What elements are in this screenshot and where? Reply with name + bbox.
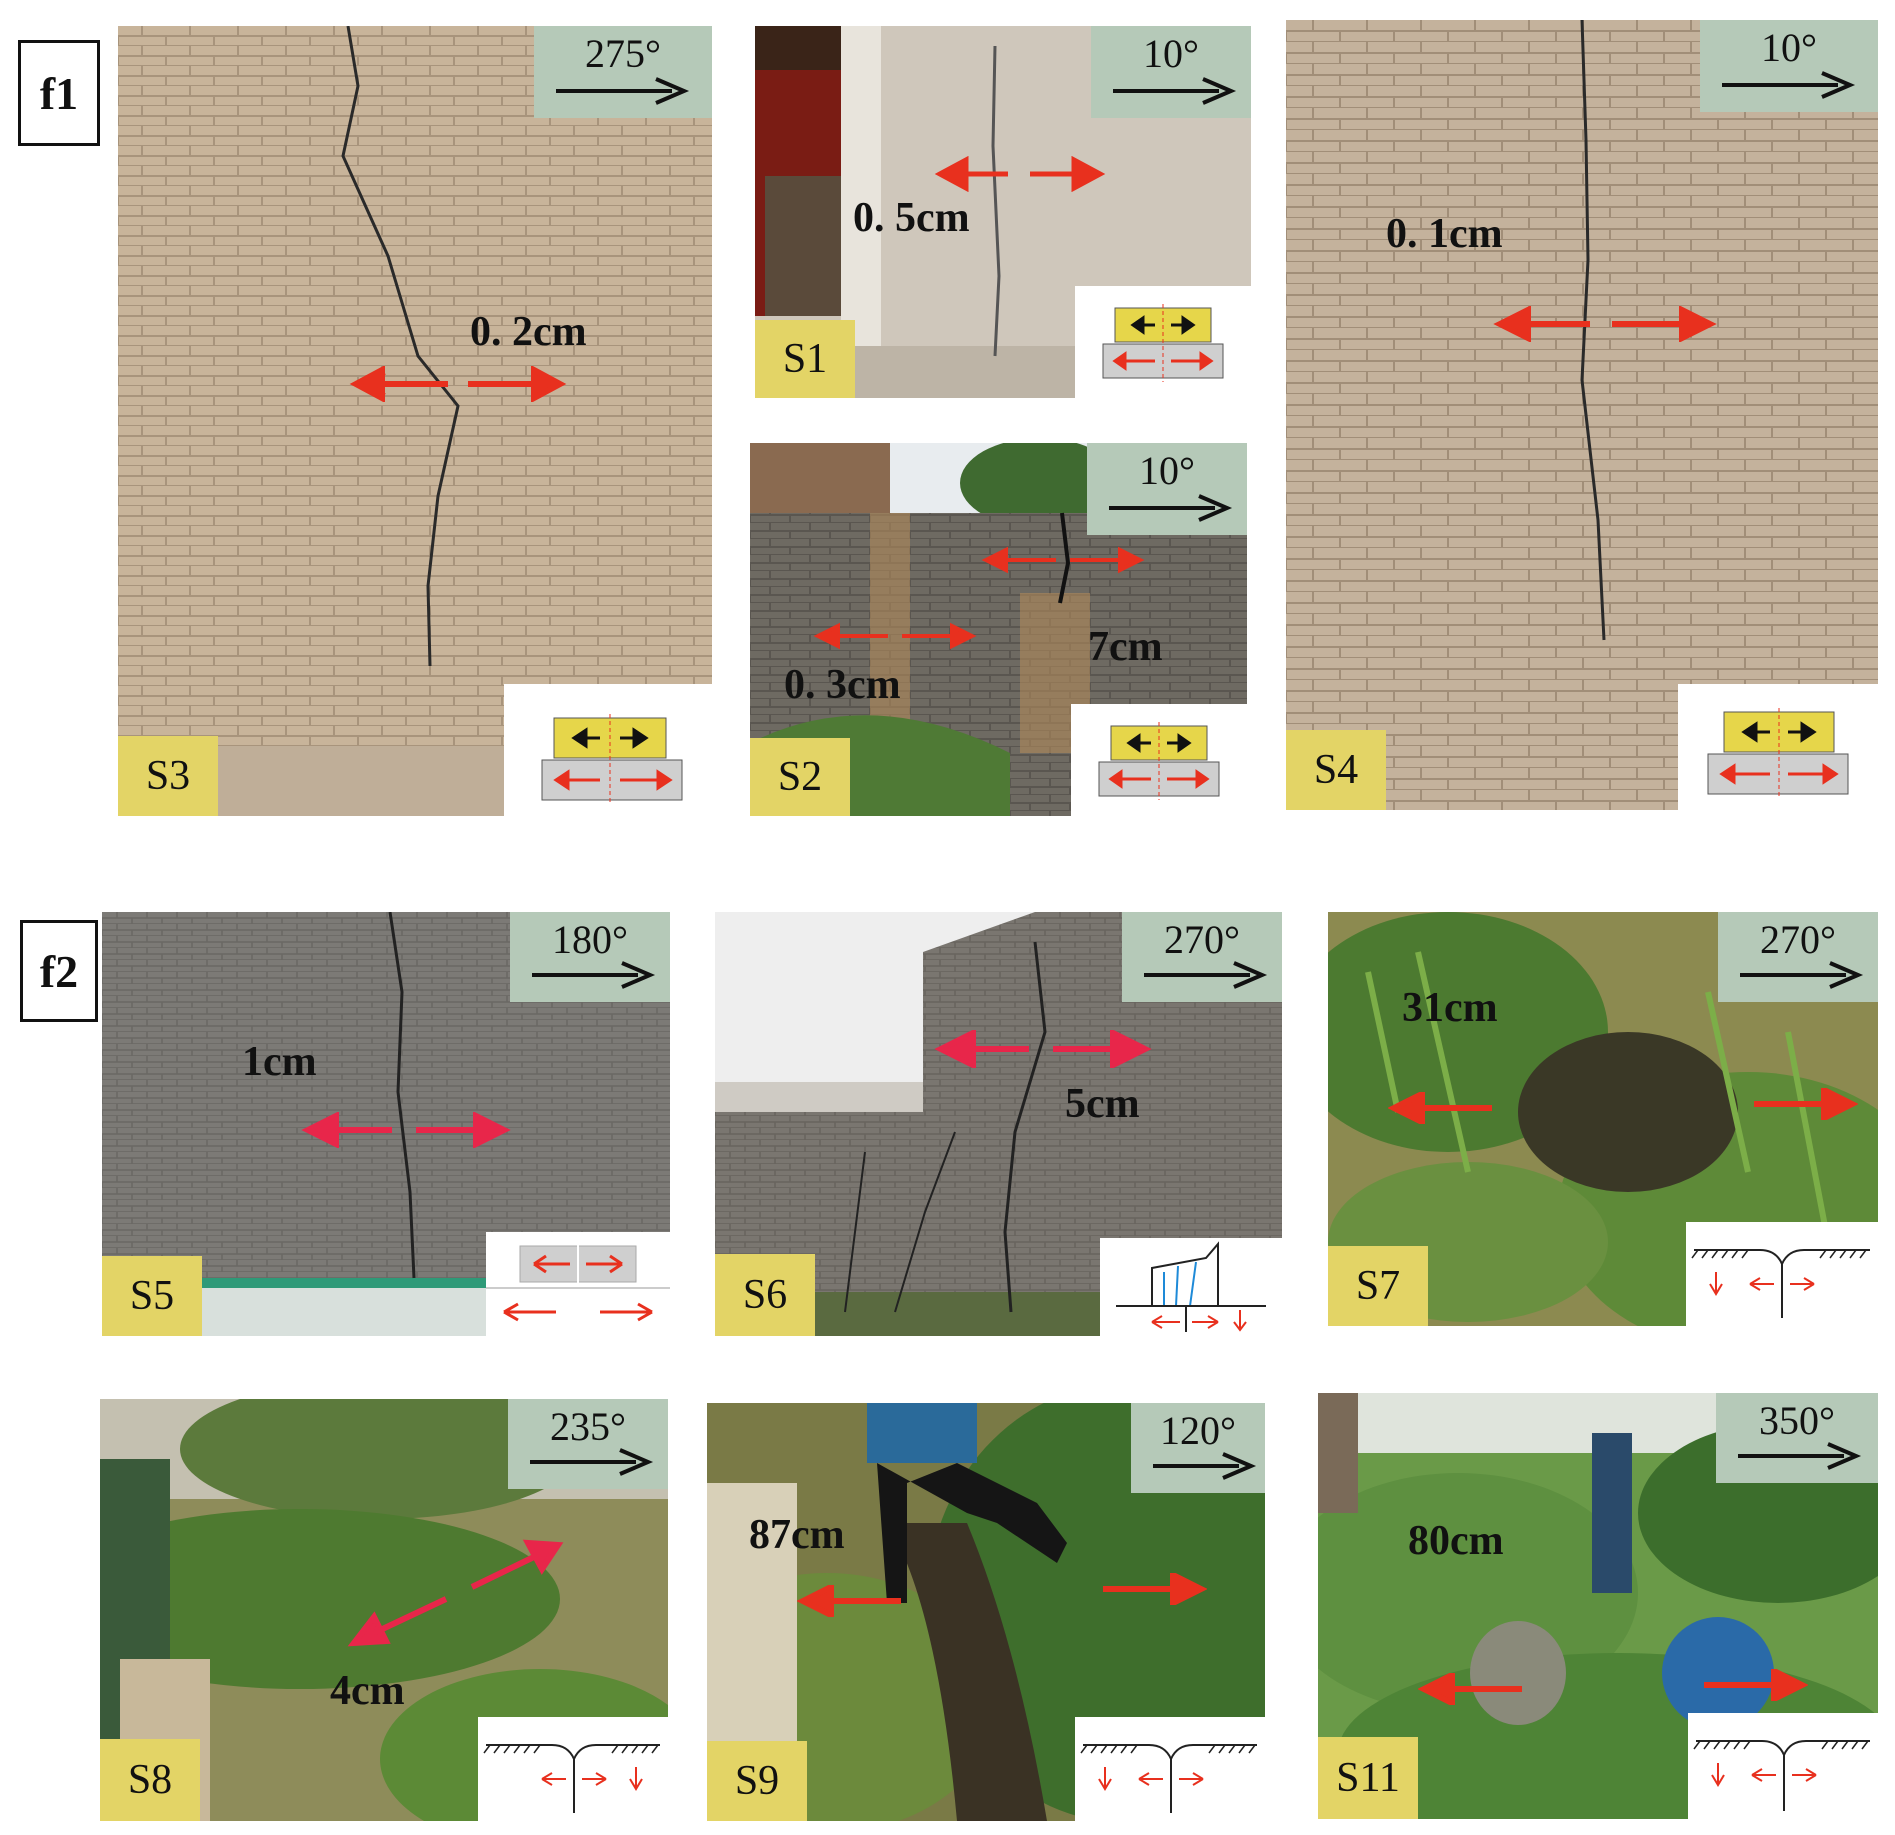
direction-degrees: 10° — [1143, 31, 1199, 76]
extension-arrow-icon — [934, 1030, 1152, 1068]
extension-arrow-icon — [301, 1112, 511, 1148]
extension-arrow-icon — [813, 622, 977, 650]
direction-box: 120° — [1131, 1403, 1265, 1493]
mechanism-legend — [478, 1717, 668, 1821]
photo-panel-s7: 270° 31cm S7 — [1328, 912, 1878, 1326]
crack-width-label-2: 7cm — [1088, 624, 1163, 670]
direction-box: 235° — [508, 1399, 668, 1489]
crack-width-label: 4cm — [330, 1668, 405, 1714]
site-label: S11 — [1318, 1737, 1418, 1819]
crack-width-label: 0. 1cm — [1386, 211, 1503, 257]
photo-panel-s9: 120° 87cm S9 — [707, 1403, 1265, 1821]
direction-degrees: 10° — [1139, 448, 1195, 493]
group-label-f2: f2 — [20, 920, 98, 1022]
mechanism-legend — [1071, 704, 1247, 816]
photo-panel-s4: 10° 0. 1cm S4 — [1286, 20, 1878, 810]
site-label: S5 — [102, 1256, 202, 1336]
mechanism-legend — [486, 1232, 670, 1336]
photo-panel-s2: 10° 0. 3cm 7cm S2 — [750, 443, 1247, 816]
crack-width-label: 87cm — [749, 1512, 845, 1558]
site-label: S7 — [1328, 1246, 1428, 1326]
crack-width-label: 0. 3cm — [784, 662, 901, 708]
extension-arrow-icon — [349, 366, 567, 402]
direction-arrow-icon — [532, 961, 656, 989]
extension-arrow-icon — [934, 156, 1106, 192]
direction-box: 180° — [510, 912, 670, 1002]
mechanism-legend — [1075, 1717, 1265, 1821]
direction-degrees: 350° — [1759, 1398, 1835, 1443]
direction-box: 10° — [1700, 20, 1878, 112]
extension-arrow-icon — [1493, 306, 1717, 342]
extension-arrow-icon — [981, 546, 1145, 574]
crack-width-label: 0. 5cm — [853, 195, 970, 241]
extension-arrow-icon-right — [1704, 1669, 1808, 1701]
direction-degrees: 235° — [550, 1404, 626, 1449]
extension-arrow-icon-left — [1418, 1673, 1522, 1705]
extension-arrow-icon — [347, 1539, 564, 1647]
direction-arrow-icon — [1740, 961, 1864, 989]
direction-box: 275° — [534, 26, 712, 118]
extension-arrow-icon-left — [797, 1585, 901, 1617]
direction-box: 10° — [1091, 26, 1251, 118]
crack-width-label: 0. 2cm — [470, 309, 587, 355]
direction-arrow-icon — [530, 1448, 654, 1476]
crack-width-label: 5cm — [1065, 1081, 1140, 1127]
direction-box: 10° — [1087, 443, 1247, 535]
direction-arrow-icon — [1722, 71, 1856, 99]
site-label: S3 — [118, 736, 218, 816]
photo-panel-s5: 180° 1cm S5 — [102, 912, 670, 1336]
direction-degrees: 120° — [1160, 1408, 1236, 1453]
photo-panel-s1: 10° 0. 5cm S1 — [755, 26, 1251, 398]
mechanism-legend — [1686, 1222, 1878, 1326]
direction-arrow-icon — [1144, 961, 1268, 989]
direction-arrow-icon — [556, 77, 690, 105]
extension-arrow-icon-right — [1103, 1573, 1207, 1605]
crack-width-label: 80cm — [1408, 1518, 1504, 1564]
site-label: S4 — [1286, 730, 1386, 810]
direction-box: 270° — [1718, 912, 1878, 1002]
group-label-f1: f1 — [18, 40, 100, 146]
direction-degrees: 10° — [1761, 25, 1817, 70]
extension-arrow-icon-left — [1388, 1092, 1492, 1124]
mechanism-legend — [1100, 1238, 1282, 1336]
direction-degrees: 270° — [1760, 917, 1836, 962]
site-label: S2 — [750, 738, 850, 816]
direction-box: 270° — [1122, 912, 1282, 1002]
photo-panel-s6: 270° 5cm S6 — [715, 912, 1282, 1336]
photo-panel-s11: 350° 80cm S11 — [1318, 1393, 1878, 1819]
crack-width-label: 31cm — [1402, 985, 1498, 1031]
photo-panel-s8: 235° 4cm S8 — [100, 1399, 668, 1821]
extension-arrow-icon-right — [1754, 1088, 1858, 1120]
site-label: S8 — [100, 1739, 200, 1821]
direction-arrow-icon — [1153, 1452, 1257, 1480]
mechanism-legend — [504, 684, 712, 816]
site-label: S1 — [755, 320, 855, 398]
photo-panel-s3: 275° 0. 2cm S3 — [118, 26, 712, 816]
direction-box: 350° — [1716, 1393, 1878, 1483]
mechanism-legend — [1075, 286, 1251, 398]
site-label: S6 — [715, 1254, 815, 1336]
photo-plaster-wall — [755, 26, 1251, 398]
direction-degrees: 275° — [585, 31, 661, 76]
crack-width-label: 1cm — [242, 1039, 317, 1085]
direction-degrees: 270° — [1164, 917, 1240, 962]
direction-degrees: 180° — [552, 917, 628, 962]
direction-arrow-icon — [1113, 77, 1237, 105]
photo-brick-wall — [1286, 20, 1878, 810]
site-label: S9 — [707, 1741, 807, 1821]
mechanism-legend — [1678, 684, 1878, 810]
direction-arrow-icon — [1738, 1442, 1862, 1470]
mechanism-legend — [1688, 1713, 1878, 1819]
direction-arrow-icon — [1109, 494, 1233, 522]
